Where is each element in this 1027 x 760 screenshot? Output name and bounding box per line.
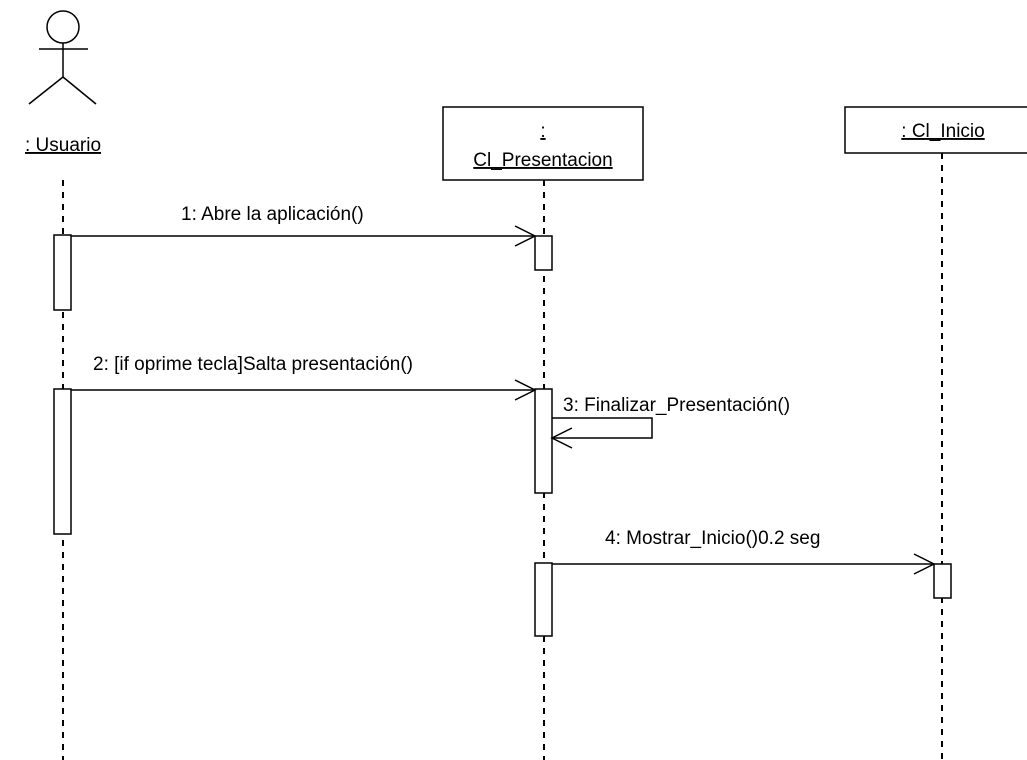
object-cl-inicio[interactable]: : Cl_Inicio bbox=[844, 106, 1027, 154]
object-box bbox=[442, 106, 644, 181]
activation-inicio-1 bbox=[933, 563, 952, 599]
activation-presentacion-3 bbox=[534, 562, 553, 637]
open-arrowhead-icon bbox=[514, 225, 537, 247]
actor-stick-figure-icon bbox=[28, 10, 97, 105]
object-box bbox=[844, 106, 1027, 154]
activation-usuario-2 bbox=[53, 388, 72, 535]
object-cl-presentacion[interactable]: : : Cl_Inicio Cl_Presentacion bbox=[442, 106, 644, 181]
message-line bbox=[552, 417, 653, 439]
message-4[interactable]: 4: Mostrar_Inicio()0.2 seg bbox=[552, 528, 936, 575]
object-name: : Cl_Inicio bbox=[901, 121, 984, 142]
message-label: 4: Mostrar_Inicio()0.2 seg bbox=[605, 528, 820, 549]
message-label: 1: Abre la aplicación() bbox=[181, 204, 364, 225]
object-stereotype: : bbox=[540, 121, 545, 142]
actor-usuario[interactable]: : Usuario bbox=[25, 10, 101, 156]
open-arrowhead-icon bbox=[550, 427, 573, 449]
message-1[interactable]: 1: Abre la aplicación() bbox=[71, 204, 537, 247]
activation-presentacion-2 bbox=[534, 388, 553, 494]
activation-presentacion-1 bbox=[534, 235, 553, 271]
activation-usuario-1 bbox=[53, 234, 72, 311]
message-label: 2: [if oprime tecla]Salta presentación() bbox=[93, 354, 413, 375]
open-arrowhead-icon bbox=[913, 553, 936, 575]
open-arrowhead-icon bbox=[514, 379, 537, 401]
actor-name: : Usuario bbox=[25, 135, 101, 156]
message-label: 3: Finalizar_Presentación() bbox=[563, 395, 790, 416]
message-2[interactable]: 2: [if oprime tecla]Salta presentación() bbox=[71, 354, 537, 401]
object-name: Cl_Presentacion bbox=[473, 150, 612, 171]
message-3[interactable]: 3: Finalizar_Presentación() bbox=[550, 395, 790, 449]
